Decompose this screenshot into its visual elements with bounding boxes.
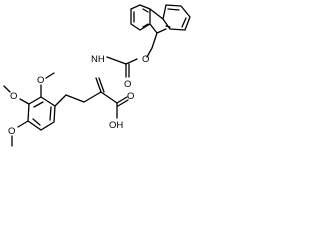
aromatic-bond: [142, 8, 149, 13]
atom-label-methoxy-o-3: O: [8, 126, 15, 137]
gamma-aryl-bond: [54, 94, 67, 107]
n-alpha-stereo-bond: [98, 77, 105, 93]
alpha-carboxyl-bond: [100, 91, 118, 104]
fmoc-linker: [106, 32, 158, 78]
aromatic-bond: [33, 101, 44, 108]
ch-ch2-bond: [151, 32, 158, 49]
aromatic-bond: [167, 8, 180, 11]
carbonyl-n-bond: [106, 56, 127, 65]
aryl-o-bond-2: [19, 98, 30, 105]
fluorene-five-ring: [149, 23, 167, 34]
aromatic-bond: [142, 23, 149, 28]
o-methyl-bond-1: [45, 72, 55, 79]
n-alpha-bond: [95, 77, 102, 93]
aromatic-bond: [165, 25, 171, 28]
carboxyl-double-bond: [116, 96, 128, 104]
carboxyl-double-bond-2: [117, 99, 129, 107]
molecule-canvas: O NH O O OH O O O: [0, 0, 202, 171]
aromatic-bond: [49, 106, 52, 121]
aromatic-bond: [32, 118, 41, 126]
atom-label-nh: NH: [91, 54, 105, 65]
o-carbonyl-bond: [125, 58, 138, 65]
atom-label-carbamate-carbonyl-o: O: [124, 79, 131, 90]
methoxy-groups: [3, 72, 55, 147]
atom-label-methoxy-o-2: O: [10, 91, 17, 102]
atom-label-oh: OH: [109, 120, 123, 131]
beta-gamma-bond: [65, 94, 85, 103]
trimethoxyphenyl-ring: [27, 96, 56, 131]
atom-labels: O NH O O OH O O O: [8, 54, 149, 137]
aromatic-bond: [181, 17, 187, 28]
o-methyl-bond-2: [3, 85, 11, 93]
fluorene-biaryl-bond: [149, 8, 164, 20]
atom-label-ester-o: O: [142, 54, 149, 65]
amino-acid-backbone: [54, 77, 129, 119]
atom-label-acid-carbonyl-o: O: [127, 91, 134, 102]
structure-diagram: O NH O O OH O O O: [3, 4, 191, 147]
ch2-o-bond: [146, 47, 153, 58]
alpha-beta-bond: [83, 91, 102, 103]
fluorene-group: [130, 4, 191, 34]
aryl-o-bond-3: [17, 120, 29, 128]
atom-label-methoxy-o-1: O: [37, 75, 44, 86]
